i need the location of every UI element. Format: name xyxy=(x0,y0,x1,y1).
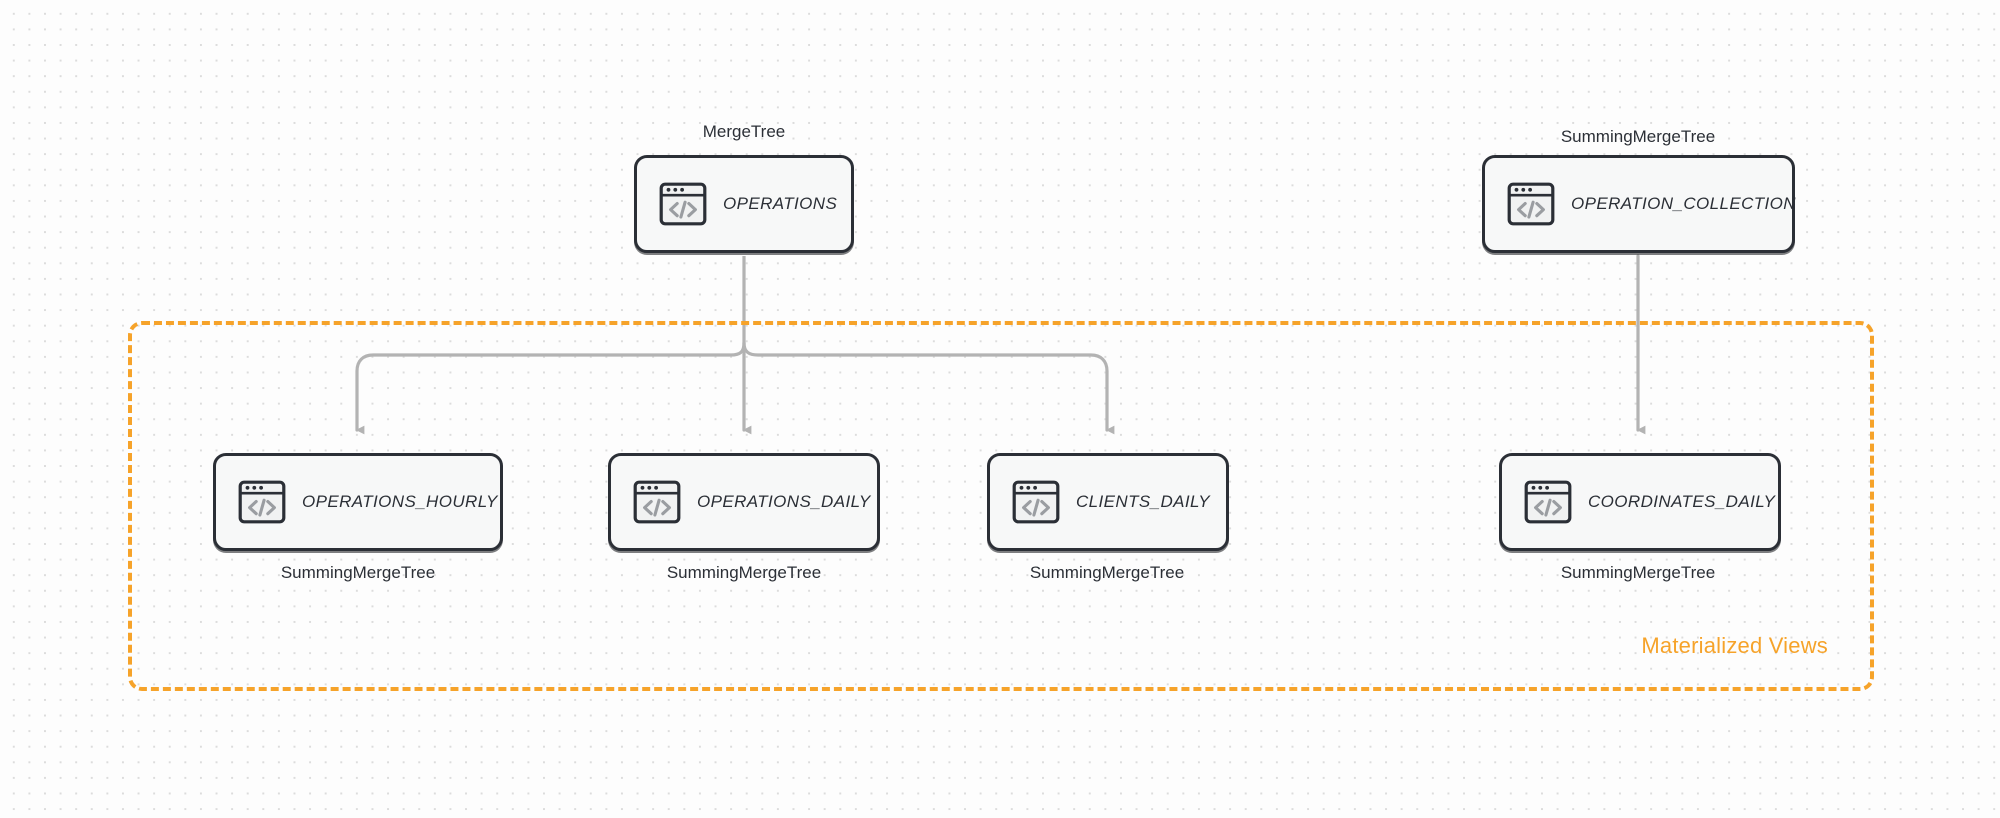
code-window-icon xyxy=(633,478,681,526)
code-window-icon xyxy=(238,478,286,526)
node-label: COORDINATES_DAILY xyxy=(1588,492,1776,511)
materialized-views-group[interactable]: Materialized Views xyxy=(128,321,1874,691)
engine-caption-operation-collection: SummingMergeTree xyxy=(1560,127,1716,146)
node-label: CLIENTS_DAILY xyxy=(1076,492,1211,511)
node-coordinates-daily[interactable]: COORDINATES_DAILY xyxy=(1499,453,1781,551)
engine-caption-operations: MergeTree xyxy=(702,122,786,141)
node-operations[interactable]: OPERATIONS xyxy=(634,155,854,253)
node-label: OPERATIONS_DAILY xyxy=(697,492,871,511)
code-window-icon xyxy=(1012,478,1060,526)
engine-caption-operations-daily: SummingMergeTree xyxy=(666,563,822,582)
materialized-views-label: Materialized Views xyxy=(1641,633,1828,658)
node-clients-daily[interactable]: CLIENTS_DAILY xyxy=(987,453,1229,551)
node-label: OPERATIONS_HOURLY xyxy=(302,492,498,511)
code-window-icon xyxy=(1507,180,1555,228)
engine-caption-coordinates-daily: SummingMergeTree xyxy=(1560,563,1716,582)
node-label: OPERATION_COLLECTION xyxy=(1571,194,1796,213)
code-window-icon xyxy=(1524,478,1572,526)
node-operations-hourly[interactable]: OPERATIONS_HOURLY xyxy=(213,453,503,551)
node-operation-collection[interactable]: OPERATION_COLLECTION xyxy=(1482,155,1796,253)
code-window-icon xyxy=(659,180,707,228)
node-label: OPERATIONS xyxy=(723,194,838,213)
node-operations-daily[interactable]: OPERATIONS_DAILY xyxy=(608,453,880,551)
engine-caption-clients-daily: SummingMergeTree xyxy=(1029,563,1185,582)
engine-caption-operations-hourly: SummingMergeTree xyxy=(280,563,436,582)
